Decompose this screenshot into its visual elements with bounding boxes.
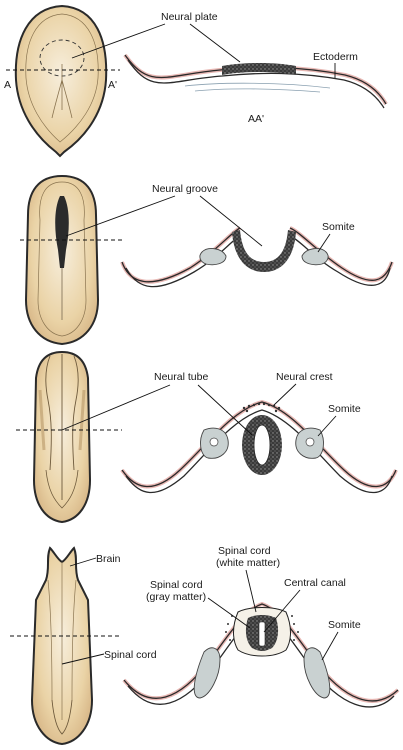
leader-somite-2 [317, 233, 331, 253]
somite-left-4 [193, 647, 221, 699]
somite-right-4 [303, 647, 331, 699]
cross-section-stage-4 [122, 601, 400, 708]
cross-section-stage-3 [120, 399, 398, 494]
label-somite-3: Somite [328, 403, 361, 415]
leader-neural-groove [65, 195, 263, 247]
label-section-aa: AA' [248, 113, 264, 125]
label-somite-2: Somite [322, 221, 355, 233]
label-neural-plate: Neural plate [161, 11, 218, 23]
leader-white-matter [245, 569, 257, 613]
neural-groove-tissue [232, 230, 296, 272]
leader-neural-crest [273, 383, 297, 406]
label-neural-tube: Neural tube [154, 371, 208, 383]
stage-1-neural-plate: A A' Neural plate Ectoderm AA' [4, 4, 388, 158]
label-spinal-cord-gray-1: Spinal cord [150, 579, 203, 591]
label-ectoderm: Ectoderm [313, 51, 358, 63]
section-label-a-prime: A' [108, 79, 117, 91]
leader-somite-4 [321, 631, 339, 661]
leader-spinal-cord [61, 653, 105, 665]
label-brain: Brain [96, 553, 121, 565]
label-neural-groove: Neural groove [152, 183, 218, 195]
leader-central-canal [263, 589, 301, 633]
stage-2-neural-groove: Neural groove Somite [20, 174, 394, 346]
somite-left-2 [199, 248, 227, 266]
label-somite-4: Somite [328, 619, 361, 631]
label-spinal-cord-white-1: Spinal cord [218, 545, 271, 557]
stage-4-spinal-cord: Brain Spinal cord Spinal cord (white mat… [10, 545, 400, 746]
leader-neural-tube [61, 384, 253, 436]
cross-section-stage-1 [123, 53, 388, 109]
label-spinal-cord-white-2: (white matter) [216, 557, 280, 569]
spinal-dots [225, 615, 299, 641]
label-spinal-cord: Spinal cord [104, 649, 157, 661]
label-neural-crest: Neural crest [276, 371, 333, 383]
label-spinal-cord-gray-2: (gray matter) [146, 591, 206, 603]
embryo-stage-1 [14, 4, 108, 158]
section-label-a: A [4, 79, 11, 91]
neural-plate-tissue [222, 63, 296, 75]
somite-right-2 [301, 248, 329, 266]
embryo-stage-3 [32, 350, 92, 524]
leader-gray-matter [207, 597, 251, 629]
embryo-stage-4 [30, 546, 94, 746]
neural-tube-lumen [253, 424, 271, 466]
stage-3-neural-tube: Neural tube Neural crest Somite [16, 350, 398, 524]
neural-crest-cells [242, 402, 281, 413]
leader-somite-3 [317, 415, 337, 437]
label-central-canal: Central canal [284, 577, 346, 589]
neural-groove-dorsal [55, 196, 69, 268]
leader-brain [69, 557, 97, 567]
leader-neural-plate [71, 23, 241, 63]
embryo-stage-2 [24, 174, 100, 346]
central-canal-shape [258, 621, 266, 647]
cross-section-stage-2 [120, 226, 394, 288]
